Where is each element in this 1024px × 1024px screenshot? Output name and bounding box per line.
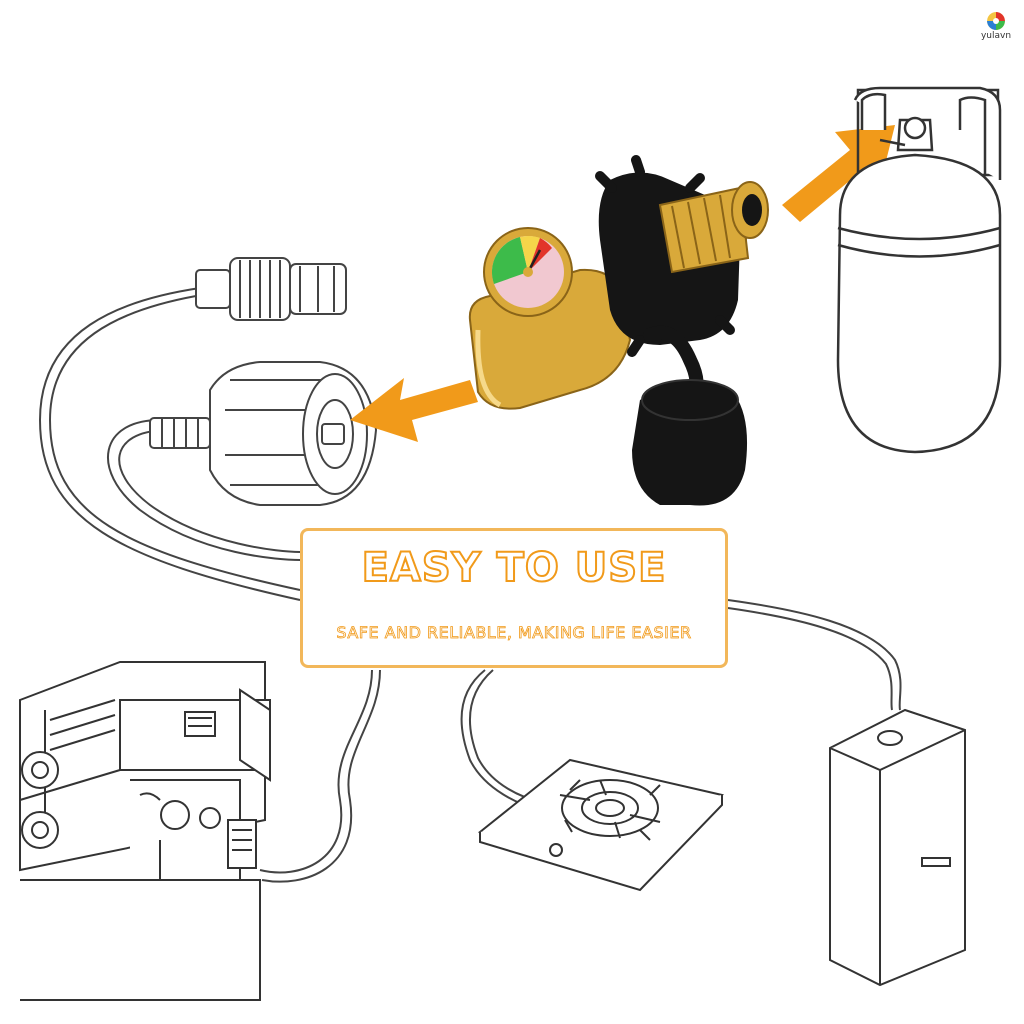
water-heater-icon (829, 708, 966, 987)
hose-connector-icon (195, 257, 347, 321)
pressure-gauge-icon (483, 227, 573, 317)
handwheel-connector-icon (149, 361, 378, 506)
camp-stove-icon (477, 758, 724, 892)
banner-subtitle: SAFE AND RELIABLE, MAKING LIFE EASIER (336, 623, 692, 643)
brand-name: yulavn (980, 31, 1012, 41)
gas-hose-lines (38, 287, 902, 883)
arrow-right-icon (782, 125, 895, 222)
arrow-left-icon (350, 378, 478, 442)
propane-tank-icon (836, 86, 1002, 454)
adapter-fitting-icon (468, 155, 769, 410)
feature-banner: EASY TO USE SAFE AND RELIABLE, MAKING LI… (300, 528, 728, 668)
brand-logo-icon (987, 12, 1005, 30)
dust-cap-icon (632, 325, 748, 506)
banner-title: EASY TO USE (361, 544, 667, 592)
grill-icon (19, 661, 271, 1001)
brand-logo: yulavn (976, 12, 1016, 41)
